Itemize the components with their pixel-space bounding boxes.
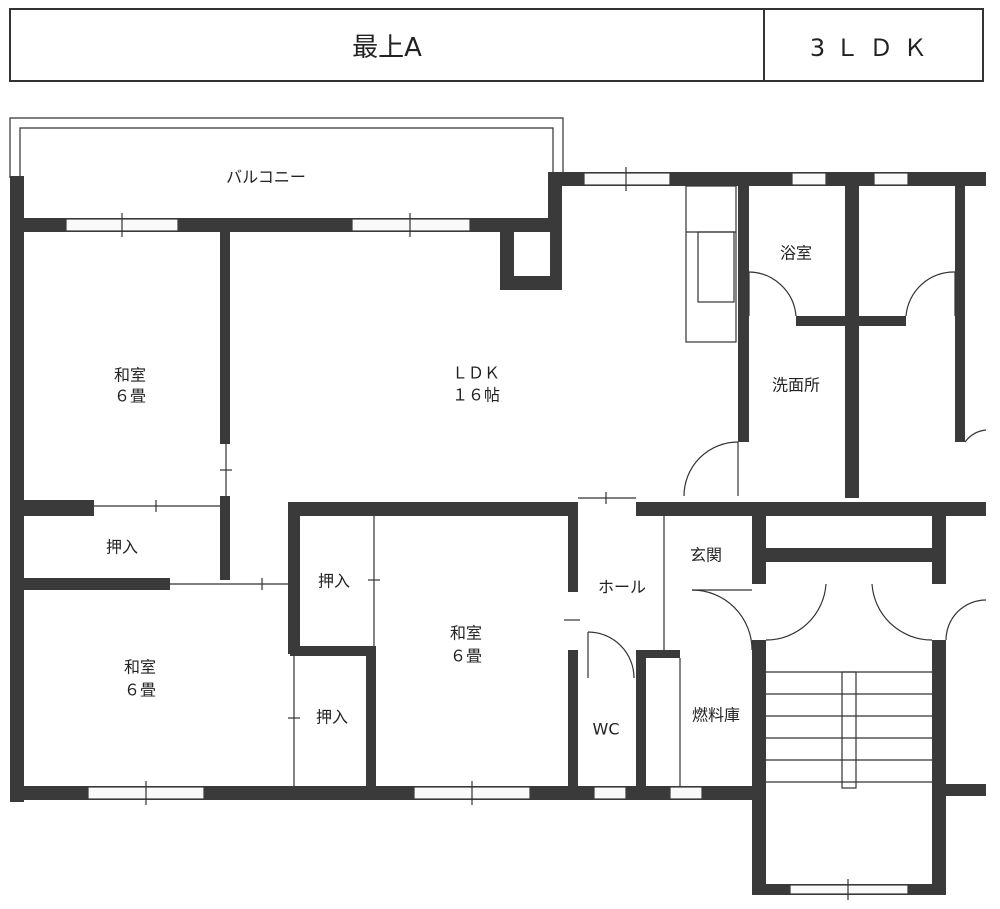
washitsu-sw-label: 和室 — [124, 658, 156, 677]
plan-header: 最上A 3ＬＤＫ — [9, 8, 984, 82]
staircase — [766, 671, 932, 789]
entrance-label: 玄関 — [690, 546, 722, 565]
ldk-size: １６帖 — [452, 386, 500, 405]
closet-c1-label: 押入 — [318, 572, 350, 591]
partitions — [94, 444, 681, 786]
washitsu-c-label: 和室 — [450, 624, 482, 643]
washroom-label: 洗面所 — [772, 376, 820, 395]
washitsu-nw-label: 和室 — [114, 366, 146, 385]
flue-icon — [526, 252, 540, 266]
wc-label: WC — [593, 720, 620, 739]
fuel-storage-label: 燃料庫 — [692, 706, 740, 725]
plan-title: 最上A — [11, 10, 765, 80]
layout-type: 3ＬＤＫ — [809, 33, 938, 62]
door-swings — [587, 271, 987, 679]
washitsu-nw-size: ６畳 — [114, 387, 146, 406]
closet-c2-label: 押入 — [316, 708, 348, 727]
washitsu-c-size: ６畳 — [450, 647, 482, 666]
hall-label: ホール — [598, 578, 646, 597]
washitsu-sw-size: ６畳 — [124, 681, 156, 700]
closet-w-label: 押入 — [106, 538, 138, 557]
windows — [65, 167, 909, 900]
balcony-label: バルコニー — [226, 168, 306, 187]
bath-label: 浴室 — [780, 244, 812, 263]
kitchen-counter — [685, 185, 737, 343]
balcony-railing — [9, 117, 564, 178]
ldk-label: ＬＤＫ — [452, 364, 500, 383]
